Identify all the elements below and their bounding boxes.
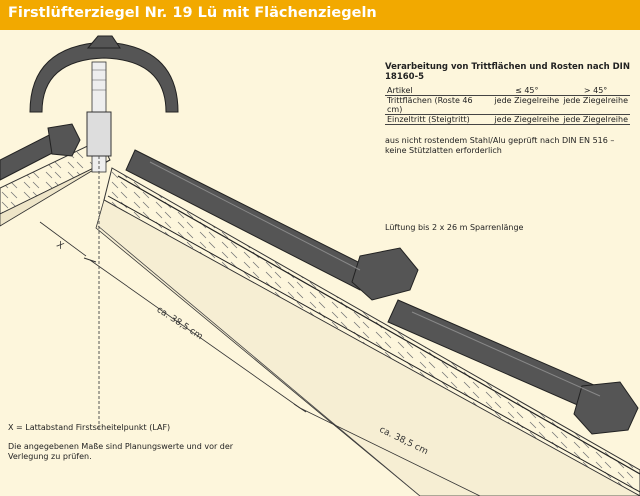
flat-tiles-right xyxy=(125,149,639,435)
material-note: aus nicht rostendem Stahl/Alu geprüft na… xyxy=(385,136,615,155)
ridge-tile xyxy=(29,35,179,430)
table-row: Einzeltritt (Steigtritt) jede Ziegelreih… xyxy=(385,114,630,125)
roof-ridge-drawing xyxy=(0,35,640,496)
spec-table-header: Artikel ≤ 45° > 45° xyxy=(385,86,630,96)
table-cell: jede Ziegelreihe xyxy=(492,114,562,125)
column-header: Artikel xyxy=(385,86,493,96)
table-cell: Trittflächen (Roste 46 cm) xyxy=(385,95,493,115)
processing-heading: Verarbeitung von Trittflächen und Rosten… xyxy=(385,62,630,82)
disclaimer-note: Die angegebenen Maße sind Planungswerte … xyxy=(8,442,234,461)
rafter-left xyxy=(0,139,111,227)
table-cell: jede Ziegelreihe xyxy=(492,95,562,115)
table-cell: jede Ziegelreihe xyxy=(561,95,630,115)
table-row: Trittflächen (Roste 46 cm) jede Ziegelre… xyxy=(385,95,630,115)
legend-note: X = Lattabstand Firstscheitelpunkt (LAF) xyxy=(8,423,171,432)
ventilation-note: Lüftung bis 2 x 26 m Sparrenlänge xyxy=(385,223,524,232)
spec-table: Artikel ≤ 45° > 45° Trittflächen (Roste … xyxy=(385,86,630,125)
column-header: ≤ 45° xyxy=(492,86,562,96)
processing-info: Verarbeitung von Trittflächen und Rosten… xyxy=(385,62,635,155)
footnotes: X = Lattabstand Firstscheitelpunkt (LAF)… xyxy=(8,423,268,471)
table-cell: jede Ziegelreihe xyxy=(561,114,630,125)
rafter-right xyxy=(95,167,640,496)
column-header: > 45° xyxy=(561,86,630,96)
title-bar: Firstlüfterziegel Nr. 19 Lü mit Flächenz… xyxy=(0,0,640,30)
page-title: Firstlüfterziegel Nr. 19 Lü mit Flächenz… xyxy=(8,5,377,21)
dimension-lines xyxy=(39,221,481,496)
table-cell: Einzeltritt (Steigtritt) xyxy=(385,114,493,125)
flat-tiles-left xyxy=(0,123,81,181)
